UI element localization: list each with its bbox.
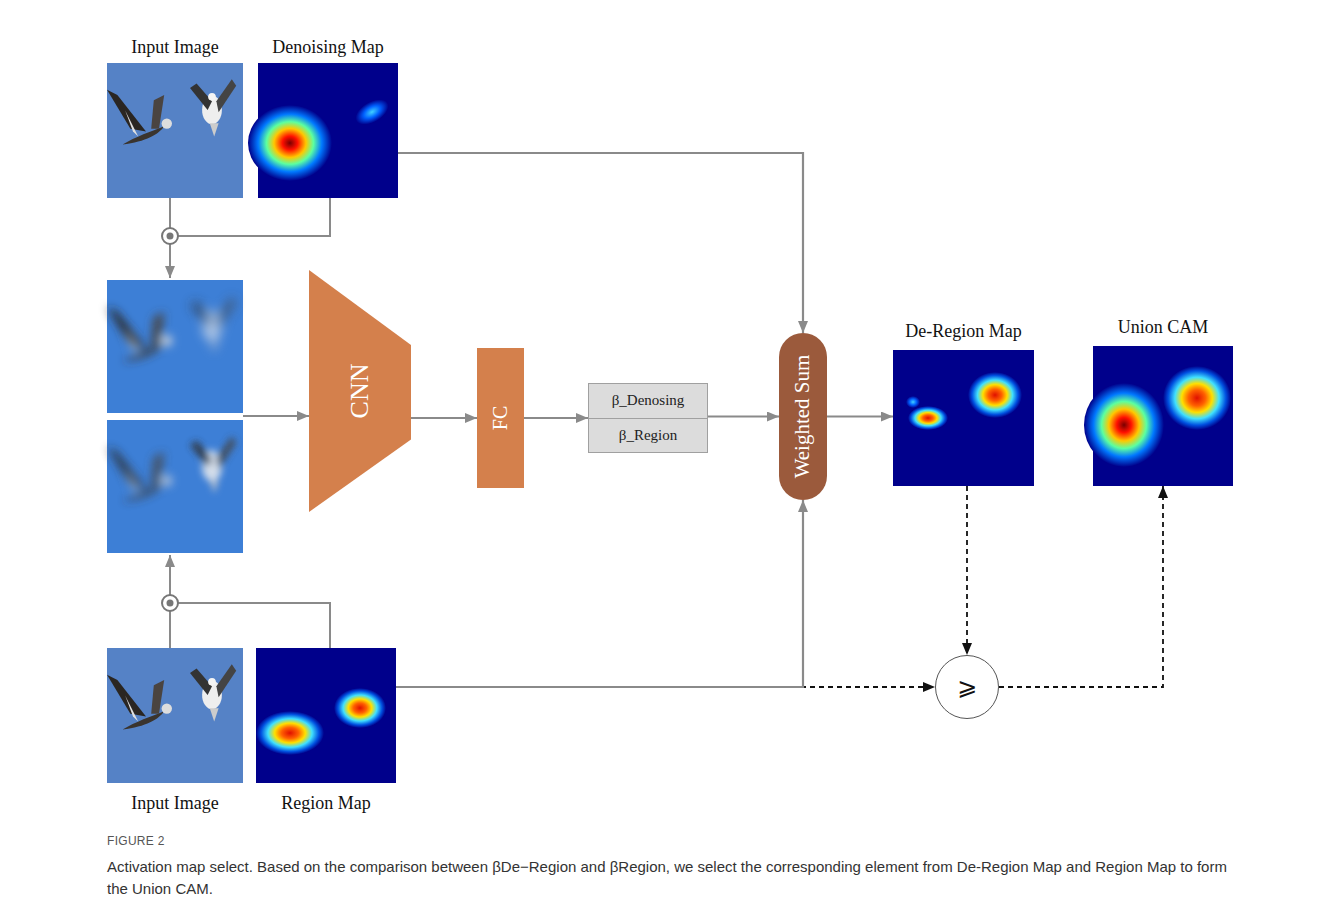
- masked-image: [107, 280, 243, 413]
- input-image: [107, 63, 243, 198]
- wire: [169, 244, 171, 278]
- compare-circle: ⩾: [935, 655, 999, 719]
- heatmap-panel: De-Region Map: [893, 320, 1034, 486]
- bird: [107, 447, 172, 502]
- heat-blob: [334, 688, 386, 728]
- heat-blob: [1163, 366, 1231, 430]
- bird: [190, 436, 236, 493]
- panel-title: De-Region Map: [905, 320, 1021, 342]
- wire: [243, 415, 309, 417]
- weight-label: β_Region: [589, 419, 707, 453]
- heat-blob: [1084, 383, 1164, 467]
- figure-caption: Activation map select. Based on the comp…: [107, 856, 1232, 900]
- heat-blob: [248, 105, 332, 181]
- wire: [169, 611, 171, 648]
- sum-block: Weighted Sum: [779, 333, 827, 500]
- heat-blob: [351, 94, 392, 129]
- figure-number-box: FIGURE 2: [107, 834, 165, 848]
- panel-title: Union CAM: [1118, 316, 1209, 338]
- image-panel: Input Image: [107, 648, 243, 814]
- heatmap: [893, 350, 1034, 486]
- operator-symbol: ⩾: [957, 675, 977, 699]
- panel-title: Input Image: [131, 792, 218, 814]
- flow-arrow: [708, 415, 779, 417]
- block-label: Weighted Sum: [793, 355, 814, 479]
- wire: [169, 555, 171, 595]
- heatmap-panel: Union CAM: [1093, 316, 1233, 486]
- fc-block: FC: [477, 348, 524, 488]
- bird: [107, 90, 172, 145]
- wire: [169, 198, 171, 228]
- wire: [178, 603, 330, 648]
- heat-blob: [968, 372, 1022, 418]
- block-label: CNN: [347, 364, 373, 419]
- heatmap: [256, 648, 396, 783]
- heat-blob: [908, 406, 948, 430]
- product-operator: [162, 228, 178, 244]
- heat-blob: [256, 711, 324, 755]
- bird: [190, 664, 236, 721]
- flow-arrow: [827, 415, 893, 417]
- heatmap-panel: Region Map: [256, 648, 396, 814]
- heat-blob: [906, 396, 920, 408]
- flow-arrow: [411, 417, 477, 419]
- trapezoid-shape: [309, 270, 411, 512]
- flow-arrow: [524, 417, 588, 419]
- input-image: [107, 648, 243, 783]
- panel-title: Region Map: [281, 792, 371, 814]
- bird: [190, 79, 236, 136]
- bird: [190, 296, 236, 353]
- figure-number: FIGURE 2: [107, 834, 165, 848]
- product-operator: [167, 600, 174, 607]
- heatmap-panel: Denoising Map: [258, 36, 398, 198]
- block-label: FC: [491, 406, 511, 430]
- flow-arrow: [398, 153, 803, 333]
- product-operator: [162, 595, 178, 611]
- masked-image: [107, 420, 243, 553]
- network-block: CNN: [309, 270, 411, 512]
- panel-title: Input Image: [131, 36, 218, 58]
- bird: [107, 675, 172, 730]
- image-panel: Input Image: [107, 36, 243, 198]
- bird: [107, 307, 172, 362]
- caption-box: Activation map select. Based on the comp…: [107, 856, 1232, 900]
- wire: [178, 198, 330, 236]
- dashed-arrow: [966, 486, 968, 655]
- dashed-arrow: [999, 486, 1163, 687]
- weight-label: β_Denosing: [589, 384, 707, 419]
- weight-box: β_Denosingβ_Region: [588, 383, 708, 453]
- panel-title: Denoising Map: [272, 36, 384, 58]
- product-operator: [167, 233, 174, 240]
- flow-arrow: [396, 500, 803, 687]
